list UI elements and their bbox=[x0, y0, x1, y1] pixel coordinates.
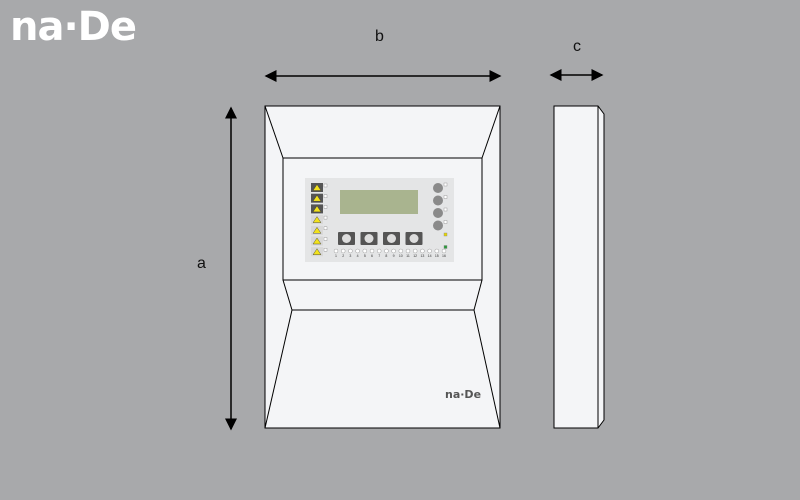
zone-number: 2 bbox=[342, 254, 344, 258]
status-led bbox=[443, 245, 448, 249]
status-led bbox=[323, 247, 328, 252]
zone-led bbox=[434, 248, 439, 254]
zone-number: 14 bbox=[428, 254, 432, 258]
dimension-c-label: c bbox=[573, 38, 581, 55]
status-led bbox=[323, 183, 328, 188]
zone-number: 3 bbox=[349, 254, 351, 258]
zone-number: 10 bbox=[399, 254, 403, 258]
zone-led bbox=[355, 248, 360, 254]
close-icon bbox=[409, 234, 419, 243]
arrow-down-icon bbox=[364, 234, 374, 243]
zone-led bbox=[413, 248, 418, 254]
side-view bbox=[553, 105, 605, 429]
zone-number: 9 bbox=[393, 254, 395, 258]
reset-icon[interactable] bbox=[433, 220, 443, 231]
exit-icon bbox=[433, 233, 443, 243]
menu-icon bbox=[342, 234, 351, 243]
zone-led bbox=[398, 248, 403, 254]
zone-led bbox=[384, 248, 389, 254]
nade-logo: na·De bbox=[10, 4, 137, 50]
front-view bbox=[264, 105, 501, 429]
warning-icon bbox=[312, 194, 322, 202]
status-led bbox=[323, 194, 328, 198]
arrow-up-icon bbox=[387, 234, 396, 243]
status-led bbox=[323, 205, 328, 209]
zone-led bbox=[420, 248, 425, 254]
sounder-off-icon[interactable] bbox=[433, 195, 443, 206]
zone-number: 4 bbox=[357, 254, 359, 258]
zone-number: 1 bbox=[335, 254, 337, 258]
status-led bbox=[443, 232, 448, 237]
status-led bbox=[443, 220, 448, 224]
zone-led bbox=[441, 248, 447, 254]
status-led bbox=[443, 182, 448, 187]
zone-number: 13 bbox=[420, 254, 424, 258]
zone-number: 6 bbox=[371, 254, 373, 258]
status-led bbox=[323, 215, 328, 220]
zone-led bbox=[362, 248, 367, 254]
warning-icon bbox=[312, 184, 322, 191]
dimension-a-label: a bbox=[197, 255, 206, 272]
zone-led bbox=[427, 248, 432, 254]
zone-number: 11 bbox=[406, 254, 410, 258]
warning-icon bbox=[312, 216, 322, 223]
warning-icon bbox=[312, 226, 322, 234]
zone-number: 5 bbox=[364, 254, 366, 258]
zone-led bbox=[348, 248, 353, 254]
zone-led bbox=[377, 248, 382, 254]
zone-led bbox=[369, 248, 375, 254]
warning-icon bbox=[312, 205, 322, 213]
status-led bbox=[323, 226, 328, 231]
zone-number: 15 bbox=[435, 254, 439, 258]
fire-alarm-icon bbox=[433, 183, 443, 193]
zone-number: 12 bbox=[413, 254, 417, 258]
lcd-display bbox=[340, 190, 418, 214]
device-brand-label: na·De bbox=[445, 388, 482, 401]
warning-icon bbox=[312, 248, 322, 255]
dimension-b-label: b bbox=[375, 28, 384, 45]
warning-icon bbox=[312, 237, 322, 245]
zone-led bbox=[333, 248, 339, 254]
status-led bbox=[443, 207, 448, 212]
sounder-icon[interactable] bbox=[433, 208, 443, 218]
status-led bbox=[443, 195, 448, 199]
zone-led bbox=[391, 248, 396, 254]
zone-number: 8 bbox=[385, 254, 387, 258]
zone-number: 16 bbox=[442, 254, 446, 258]
zone-number: 7 bbox=[378, 254, 380, 258]
zone-led bbox=[405, 248, 411, 254]
zone-led bbox=[341, 248, 346, 254]
status-led bbox=[323, 237, 328, 241]
